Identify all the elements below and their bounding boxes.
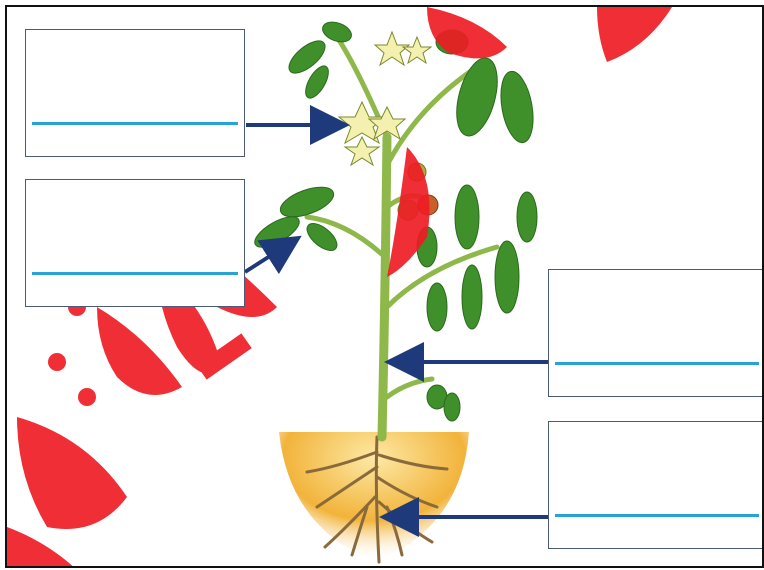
label-box-flower[interactable] — [25, 29, 245, 157]
answer-line-leaf[interactable] — [32, 272, 238, 275]
label-box-leaf[interactable] — [25, 179, 245, 307]
stem — [382, 137, 387, 437]
answer-line-root[interactable] — [555, 514, 759, 517]
label-box-root[interactable] — [548, 421, 764, 549]
label-box-stem[interactable] — [548, 269, 764, 397]
answer-line-flower[interactable] — [32, 122, 238, 125]
answer-line-stem[interactable] — [555, 362, 759, 365]
worksheet-frame — [5, 5, 764, 568]
